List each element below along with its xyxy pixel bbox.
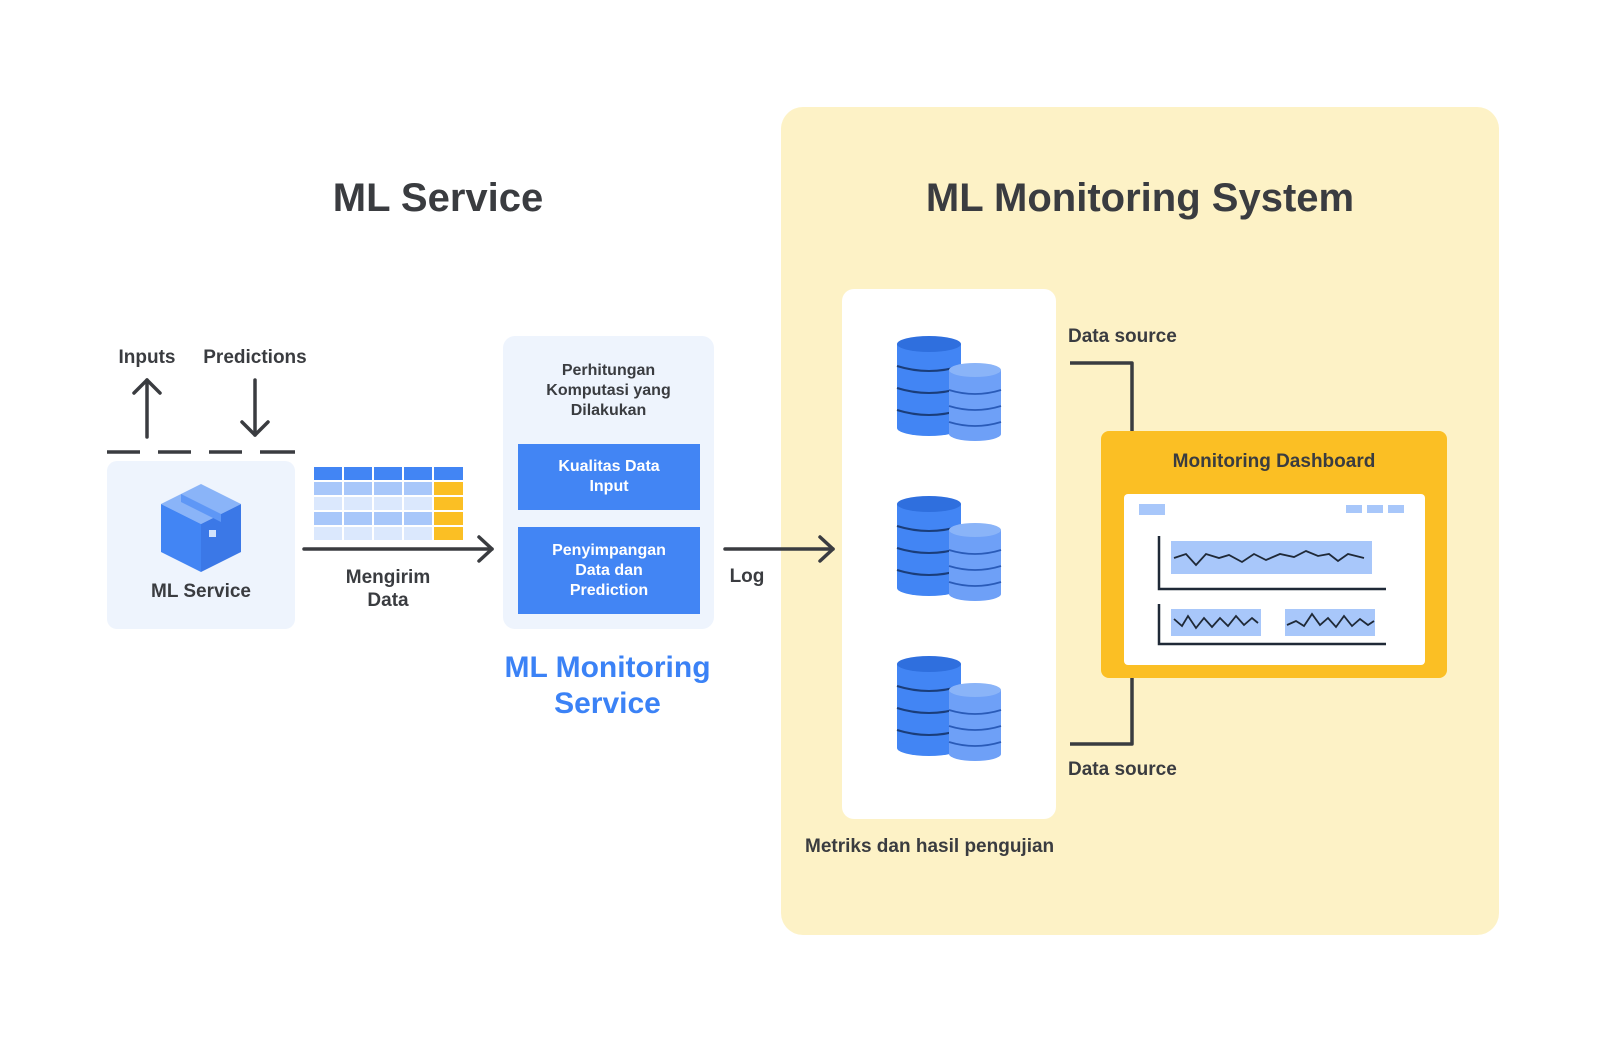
data-source-top-label: Data source (1068, 326, 1177, 347)
send-data-arrow-icon (302, 535, 494, 563)
ml-service-heading: ML Service (332, 176, 544, 220)
monitoring-service-title: ML Monitoring Service (504, 651, 711, 720)
database-icon (896, 496, 1002, 601)
data-table-icon (314, 467, 463, 540)
storage-caption: Metriks dan hasil pengujian (805, 836, 1055, 857)
database-icon (896, 336, 1002, 441)
database-icon (896, 656, 1002, 761)
small-line-chart-icon (1157, 604, 1386, 646)
ml-service-box-label: ML Service (151, 581, 251, 602)
data-source-bottom-label: Data source (1068, 759, 1177, 780)
data-source-connectors (1070, 361, 1134, 746)
dashboard-screen (1124, 494, 1425, 665)
down-arrow-icon (240, 378, 270, 437)
inputs-label: Inputs (118, 347, 176, 368)
send-data-label: Mengirim Data (345, 567, 431, 611)
box-icon (161, 484, 241, 572)
dashboard-charts-icon (1139, 504, 1404, 646)
computation-text: Perhitungan Komputasi yang Dilakukan (546, 362, 671, 419)
log-label: Log (729, 566, 765, 587)
line-chart-icon (1157, 536, 1386, 591)
input-quality-block: Kualitas Data Input (518, 444, 700, 510)
monitoring-system-heading: ML Monitoring System (925, 176, 1355, 220)
io-arrows (107, 378, 295, 454)
predictions-label: Predictions (203, 347, 307, 368)
dashboard-title: Monitoring Dashboard (1172, 451, 1376, 472)
log-arrow-icon (723, 535, 835, 563)
up-arrow-icon (132, 378, 162, 439)
data-drift-block: Penyimpangan Data dan Prediction (518, 527, 700, 614)
